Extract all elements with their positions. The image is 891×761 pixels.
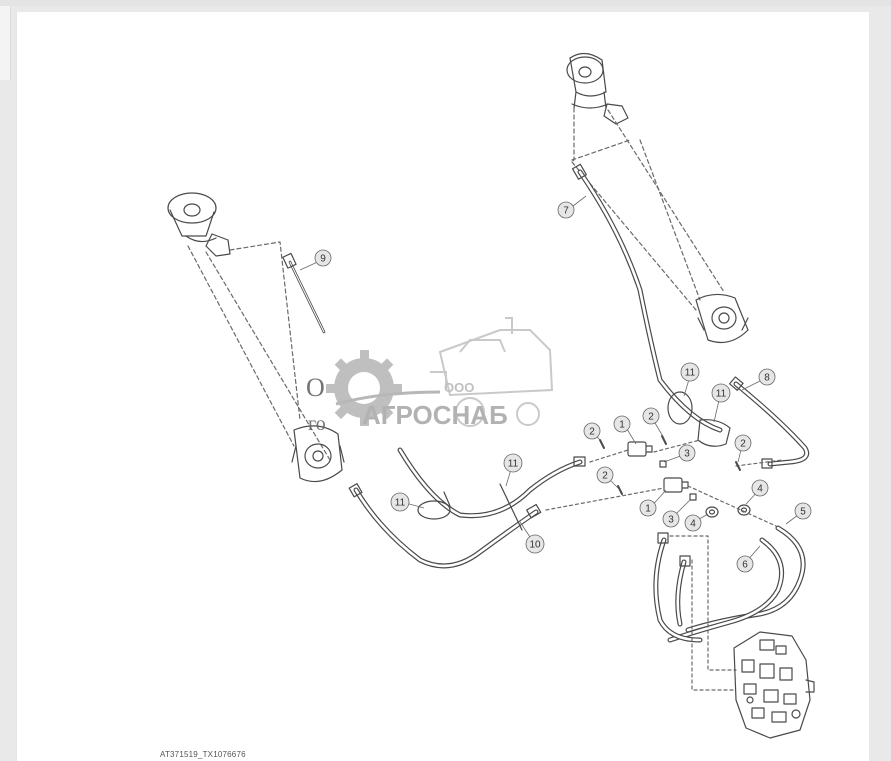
hose-8 [728,376,810,469]
callout-2-c: 2 [734,434,752,452]
hose-10 [348,483,542,569]
svg-text:6: 6 [742,560,748,571]
svg-text:го: го [308,413,326,435]
svg-text:11: 11 [508,459,519,470]
o-ring-3-lower [689,493,697,501]
callout-2-d: 2 [596,466,614,484]
callout-11-upper: 11 [680,362,700,382]
seal-4-lower [705,506,719,518]
figure-id-caption: AT371519_TX1076676 [160,750,246,759]
hose-7 [571,163,723,433]
callout-3-lower: 3 [662,510,680,528]
svg-text:ООО: ООО [444,380,474,395]
watermark-harvester-icon [430,317,554,427]
svg-text:О: О [306,373,325,402]
svg-text:АГРОСНАБ: АГРОСНАБ [362,400,508,430]
svg-text:3: 3 [684,449,690,460]
callout-4-right: 4 [751,479,769,497]
svg-text:2: 2 [589,427,595,438]
right-cylinder-body [571,107,725,311]
svg-text:11: 11 [716,389,727,400]
valve-dash-lines [669,535,737,691]
svg-text:10: 10 [529,540,541,551]
svg-text:2: 2 [648,412,654,423]
svg-text:4: 4 [757,484,763,495]
right-cylinder-top-clevis [566,52,629,125]
callout-3-upper: 3 [678,444,696,462]
callout-1-upper: 1 [613,415,631,433]
bolt-2-a [599,439,605,449]
hose-6 [667,537,784,643]
left-cylinder-bottom-clevis [291,425,345,483]
callout-11-left: 11 [390,492,410,512]
callout-2-b: 2 [583,422,601,440]
svg-text:5: 5 [800,507,806,518]
left-cylinder-body [187,241,331,461]
clamp-11-upper [667,391,693,425]
callout-10: 10 [525,534,545,554]
svg-text:9: 9 [320,254,326,265]
fitting-1-upper [627,441,653,457]
svg-text:2: 2 [740,439,746,450]
fitting-1-lower [663,477,689,493]
hose-middle [397,447,586,519]
control-valve-block [733,631,815,739]
svg-text:3: 3 [668,515,674,526]
left-cylinder-top-clevis [167,192,231,257]
clamp-11-left [417,491,451,520]
svg-text:8: 8 [764,373,770,384]
callout-6: 6 [736,555,754,573]
callouts: 9 7 8 11 11 11 11 10 1 1 2 2 2 2 3 3 4 4… [314,201,812,573]
svg-text:11: 11 [685,368,696,379]
svg-text:4: 4 [690,519,696,530]
bolt-2-b [661,435,667,445]
callout-4-lower: 4 [684,514,702,532]
callout-1-lower: 1 [639,499,657,517]
left-panel-stub [0,6,11,80]
hose-5 [685,525,806,633]
browser-top-strip [0,0,891,6]
svg-text:1: 1 [645,504,651,515]
svg-text:7: 7 [563,206,569,217]
fitting-alignment-lines [545,439,783,527]
callout-2-a: 2 [642,407,660,425]
callout-11-middle: 11 [503,453,523,473]
hose-9 [282,252,326,334]
hose-to-valve-left [653,532,703,643]
callout-9: 9 [314,249,332,267]
right-cylinder-bottom-clevis [695,293,749,343]
callout-7: 7 [557,201,575,219]
bolt-2-c [735,461,741,471]
svg-text:11: 11 [395,498,406,509]
watermark-gear-icon [326,350,402,426]
callout-5: 5 [794,502,812,520]
svg-text:2: 2 [602,471,608,482]
agrosnab-watermark: ООО АГРОСНАБ О го [306,317,554,435]
clamp-11-right [697,419,731,447]
callout-8: 8 [758,368,776,386]
callout-11-right: 11 [711,383,731,403]
bolt-2-d [617,485,623,495]
clamp-11-middle [499,483,523,531]
o-ring-3-upper [659,460,667,468]
svg-text:1: 1 [619,420,625,431]
watermark-swoosh [335,390,441,406]
